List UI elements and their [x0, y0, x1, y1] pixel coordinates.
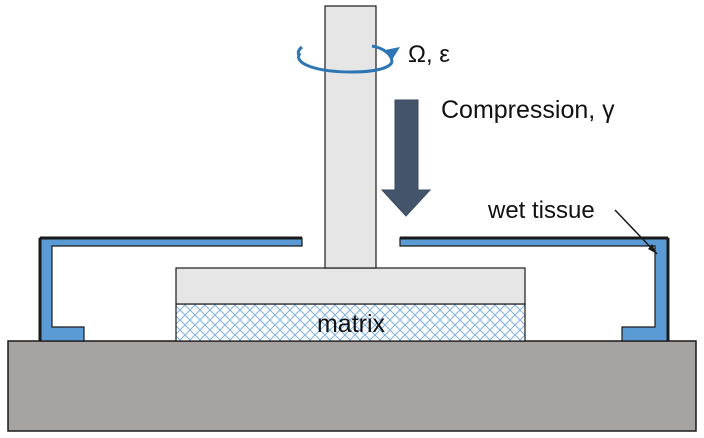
compression-label: Compression, γ	[441, 96, 615, 124]
matrix-layer	[175, 303, 526, 342]
down-arrow-icon	[380, 99, 432, 217]
matrix-label: matrix	[317, 310, 386, 338]
shaft	[324, 5, 377, 269]
base-plate	[7, 340, 697, 432]
curved-arrow-icon	[296, 44, 400, 74]
rotation-label: Ω, ε	[408, 41, 450, 68]
wet-tissue-label: wet tissue	[487, 197, 595, 224]
upper-plate	[175, 267, 526, 305]
